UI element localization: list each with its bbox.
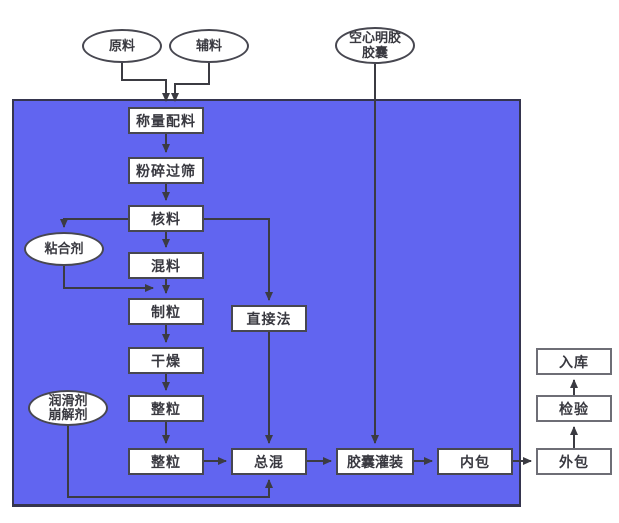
node-warehousing: 入库	[536, 348, 612, 375]
node-warehousing-label: 入库	[559, 353, 589, 370]
node-capsule-filling: 胶囊灌装	[336, 448, 414, 475]
node-empty-gelatin-capsule-label2: 胶囊	[361, 44, 388, 60]
node-direct-method-label: 直接法	[246, 310, 292, 327]
node-binder: 粘合剂	[24, 232, 104, 266]
node-inner-packaging: 内包	[437, 448, 513, 475]
node-excipients: 辅料	[169, 29, 249, 63]
node-granulation: 制粒	[128, 298, 204, 325]
node-excipients-label: 辅料	[195, 37, 222, 53]
node-empty-gelatin-capsule: 空心明胶 胶囊	[335, 27, 415, 64]
node-final-blending-label: 总混	[254, 453, 284, 470]
node-lubricant-disintegrant-label: 润滑剂	[48, 392, 88, 408]
node-weighing-batching: 称量配料	[128, 107, 204, 134]
node-material-check-label: 核料	[151, 210, 181, 227]
node-inspection-label: 检验	[559, 400, 589, 417]
edge-raw-material-to-weighing	[121, 63, 170, 102]
node-sizing-1-label: 整粒	[151, 400, 181, 417]
node-lubricant-disintegrant: 润滑剂 崩解剂	[28, 390, 108, 426]
node-sizing-2: 整粒	[128, 448, 204, 475]
node-sizing-1: 整粒	[128, 395, 204, 422]
node-binder-label: 粘合剂	[44, 240, 84, 256]
node-outer-packaging: 外包	[536, 448, 612, 475]
node-sizing-2-label: 整粒	[151, 453, 181, 470]
node-final-blending: 总混	[231, 448, 307, 475]
node-lubricant-disintegrant-label2: 崩解剂	[48, 407, 88, 422]
node-drying: 干燥	[128, 347, 204, 374]
production-area-panel	[12, 99, 521, 507]
node-mixing: 混料	[128, 252, 204, 279]
node-inspection: 检验	[536, 395, 612, 422]
node-inner-packaging-label: 内包	[460, 453, 490, 470]
node-mixing-label: 混料	[151, 257, 181, 274]
node-capsule-filling-label: 胶囊灌装	[347, 453, 403, 470]
node-empty-gelatin-capsule-label: 空心明胶	[348, 30, 401, 46]
edge-excipients-to-weighing	[171, 63, 210, 102]
node-raw-material: 原料	[82, 29, 162, 63]
node-crushing-sieving-label: 粉碎过筛	[136, 162, 196, 179]
node-drying-label: 干燥	[151, 352, 181, 369]
node-granulation-label: 制粒	[151, 303, 181, 320]
node-outer-packaging-label: 外包	[559, 453, 589, 470]
node-crushing-sieving: 粉碎过筛	[128, 157, 204, 184]
node-direct-method: 直接法	[231, 305, 307, 332]
node-material-check: 核料	[128, 205, 204, 232]
node-raw-material-label: 原料	[108, 37, 135, 53]
node-weighing-batching-label: 称量配料	[136, 112, 196, 129]
